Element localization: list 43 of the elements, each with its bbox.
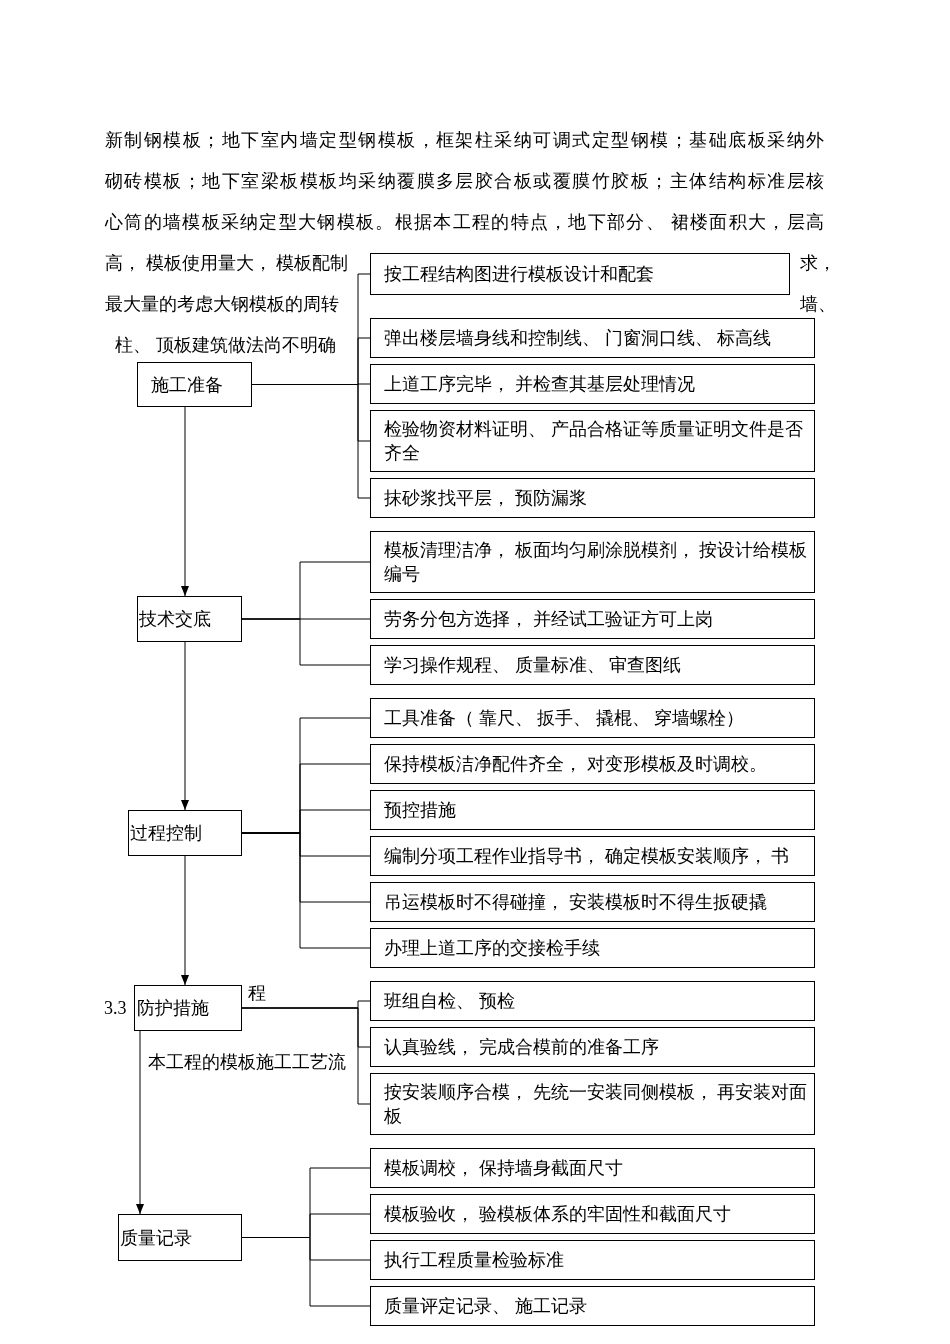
task-box: 质量评定记录、 施工记录 — [370, 1286, 815, 1326]
connector-line — [241, 1007, 371, 1105]
paragraph: 新制钢模板；地下室内墙定型钢模板，框架柱采纳可调式定型钢模；基础底板采纳外砌砖模板；地下室梁板模板均采纳覆膜多层胶合板或覆膜竹胶板；主体结构标准层核心筒的墙模板采纳定型大钢模板。根据本工程的特点，地下部分、 裙楼面积大，层高 — [105, 129, 825, 234]
task-box: 学习操作规程、 质量标准、 审查图纸 — [370, 645, 815, 685]
text-fragment: 墙、 — [800, 293, 836, 316]
step-box: 施工准备 — [137, 362, 252, 407]
task-box: 模板调校， 保持墙身截面尺寸 — [370, 1148, 815, 1188]
text-fragment: 本工程的模板施工工艺流 — [148, 1051, 346, 1074]
step-box: 防护措施 — [134, 985, 242, 1031]
task-box: 劳务分包方选择， 并经试工验证方可上岗 — [370, 599, 815, 639]
task-box: 认真验线， 完成合模前的准备工序 — [370, 1027, 815, 1067]
step-box: 过程控制 — [128, 810, 242, 856]
arrow — [181, 855, 189, 986]
task-box: 按工程结构图进行模板设计和配套 — [370, 253, 790, 295]
step-box: 技术交底 — [137, 596, 242, 642]
task-box: 上道工序完毕， 并检查其基层处理情况 — [370, 364, 815, 404]
task-box: 抹砂浆找平层， 预防漏浆 — [370, 478, 815, 518]
arrow — [181, 406, 189, 597]
text-fragment: 最大量的考虑大钢模板的周转 — [105, 293, 339, 316]
task-box: 执行工程质量检验标准 — [370, 1240, 815, 1280]
text-fragment: 高， 模板使用量大， 模板配制 — [105, 252, 348, 275]
connector-line — [251, 384, 371, 499]
task-box: 按安装顺序合模， 先统一安装同侧模板， 再安装对面板 — [370, 1073, 815, 1135]
arrow — [181, 641, 189, 811]
step-box: 质量记录 — [118, 1214, 242, 1261]
task-box: 模板验收， 验模板体系的牢固性和截面尺寸 — [370, 1194, 815, 1234]
task-box: 检验物资材料证明、 产品合格证等质量证明文件是否齐全 — [370, 410, 815, 472]
task-box: 预控措施 — [370, 790, 815, 830]
task-box: 工具准备（ 靠尺、 扳手、 撬棍、 穿墙螺栓） — [370, 698, 815, 738]
text-fragment: 柱、 顶板建筑做法尚不明确 — [115, 334, 336, 357]
task-box: 办理上道工序的交接检手续 — [370, 928, 815, 968]
task-box: 模板清理洁净， 板面均匀刷涂脱模剂， 按设计给模板编号 — [370, 531, 815, 593]
text-fragment: 求， — [800, 252, 836, 275]
connector-line — [241, 832, 371, 949]
arrow — [136, 1030, 144, 1215]
task-box: 弹出楼层墙身线和控制线、 门窗洞口线、 标高线 — [370, 318, 815, 358]
task-box: 班组自检、 预检 — [370, 981, 815, 1021]
task-box: 保持模板洁净配件齐全， 对变形模板及时调校。 — [370, 744, 815, 784]
connector-line — [241, 618, 371, 666]
task-box: 编制分项工程作业指导书， 确定模板安装顺序， 书 — [370, 836, 815, 876]
section-number: 3.3 — [104, 997, 127, 1020]
task-box: 吊运模板时不得碰撞， 安装模板时不得生扳硬撬 — [370, 882, 815, 922]
text-fragment: 程 — [248, 982, 266, 1004]
